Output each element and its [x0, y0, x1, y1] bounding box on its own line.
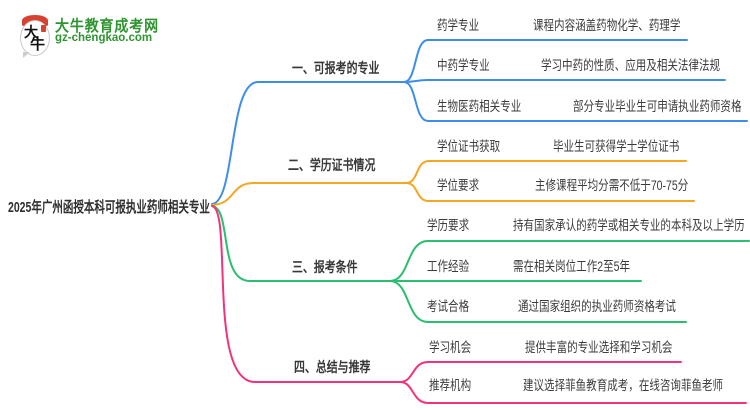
- leaf-node-label: 考试合格: [427, 299, 470, 314]
- branch-4-links: [211, 205, 747, 404]
- leaf-node-label: 中药学专业: [437, 58, 490, 73]
- leaf-node-label: 学位要求: [437, 178, 480, 193]
- branch-2-label: 二、学历证书情况: [288, 157, 376, 173]
- leaf-node-desc: 需在相关岗位工作2至5年: [513, 259, 631, 274]
- leaf-node-label: 药学专业: [437, 18, 480, 33]
- root-node-title: 2025年广州函授本科可报执业药师相关专业: [8, 199, 210, 216]
- leaf-node-desc: 通过国家组织的执业药师资格考试: [518, 299, 676, 314]
- leaf-node-label: 生物医药相关专业: [437, 99, 522, 114]
- leaf-node-label: 工作经验: [427, 259, 470, 274]
- branch-2-links: [211, 160, 695, 206]
- logo-char-2: 牛: [30, 36, 46, 53]
- branch-3-label: 三、报考条件: [292, 259, 358, 275]
- leaf-node-label: 学习机会: [429, 340, 472, 355]
- branch-1-links: [211, 39, 748, 205]
- leaf-node-desc: 建议选择菲鱼教育成考，在线咨询菲鱼老师: [523, 378, 724, 393]
- leaf-node-desc: 学习中药的性质、应用及相关法律法规: [541, 58, 721, 73]
- brand-url: gz-chengkao.com: [55, 32, 153, 44]
- leaf-node-desc: 主修课程平均分需不低于70-75分: [535, 178, 689, 193]
- branch-3-links: [211, 205, 750, 323]
- leaf-node-desc: 毕业生可获得学士学位证书: [553, 139, 680, 154]
- branch-1-label: 一、可报考的专业: [292, 60, 380, 76]
- leaf-node-desc: 提供丰富的专业选择和学习机会: [525, 340, 673, 355]
- logo-bull-icon: 大 牛: [20, 12, 54, 58]
- site-logo: 大 牛 大牛教育成考网 gz-chengkao.com: [20, 8, 230, 58]
- branch-4-label: 四、总结与推荐: [294, 359, 371, 375]
- leaf-node-label: 推荐机构: [429, 378, 472, 393]
- leaf-node-desc: 课程内容涵盖药物化学、药理学: [533, 18, 681, 33]
- brand-title: 大牛教育成考网: [55, 18, 159, 35]
- leaf-node-desc: 持有国家承认的药学或相关专业的本科及以上学历: [513, 218, 745, 233]
- logo-seal-stamp: [41, 25, 46, 32]
- leaf-node-label: 学位证书获取: [437, 139, 501, 154]
- logo-char-1: 大: [24, 24, 38, 40]
- leaf-node-desc: 部分专业毕业生可申请执业药师资格: [573, 99, 742, 114]
- leaf-node-label: 学历要求: [427, 218, 470, 233]
